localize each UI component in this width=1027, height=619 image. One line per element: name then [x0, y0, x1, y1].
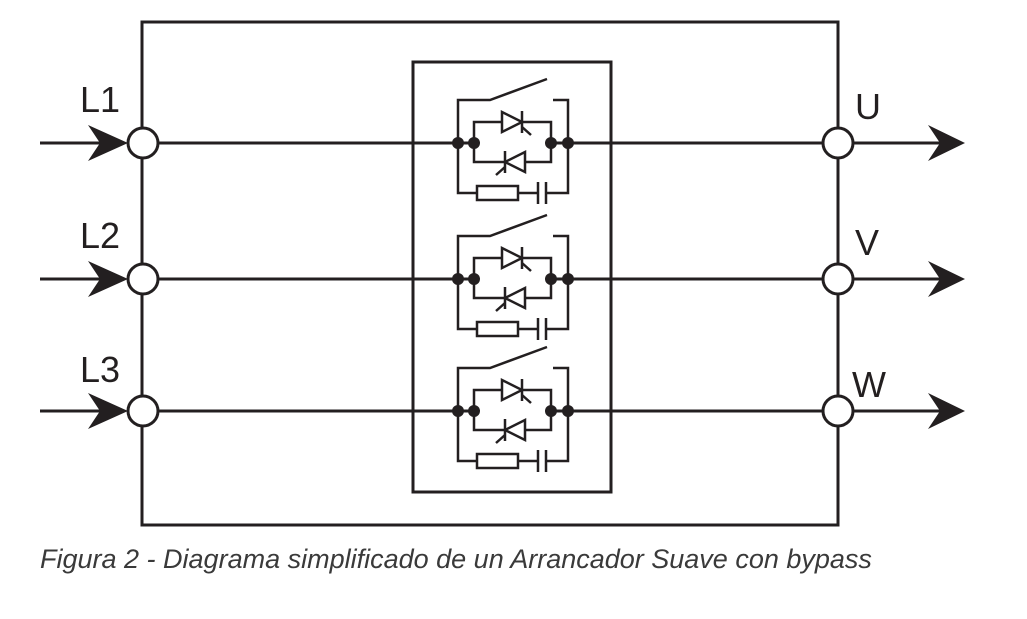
scr-reverse-gate — [495, 434, 506, 444]
output-arrow — [928, 393, 965, 429]
phase-3 — [40, 345, 965, 472]
input-terminal — [126, 126, 160, 160]
output-label-w: W — [852, 364, 886, 405]
output-terminal — [821, 394, 855, 428]
snubber-wire-right — [546, 411, 570, 463]
snubber-wire-right — [546, 279, 570, 331]
bypass-switch-contact — [456, 345, 548, 411]
bypass-switch-contact — [456, 77, 548, 143]
output-arrow — [928, 125, 965, 161]
junction-dot — [468, 405, 480, 417]
phase-1 — [40, 77, 965, 204]
scr-forward-triangle — [500, 245, 525, 271]
thyristor-pair-2 — [452, 213, 574, 340]
snubber-wire-left — [456, 279, 477, 331]
output-label-u: U — [855, 86, 881, 127]
scr-reverse-triangle — [502, 149, 527, 175]
junction-dot — [545, 137, 557, 149]
thyristor-module-enclosure — [411, 60, 613, 494]
bypass-switch-contact — [456, 213, 548, 279]
figure-caption: Figura 2 - Diagrama simplificado de un A… — [40, 544, 872, 574]
output-label-v: V — [855, 222, 879, 263]
scr-forward-triangle — [500, 109, 525, 135]
scr-reverse-triangle — [502, 285, 527, 311]
output-terminal — [821, 262, 855, 296]
snubber-wire-right — [546, 143, 570, 195]
scr-forward-gate — [521, 262, 532, 272]
phase-2 — [40, 213, 965, 340]
snubber-resistor — [475, 184, 520, 202]
snubber-resistor — [475, 452, 520, 470]
bypass-fixed-contact — [553, 98, 570, 143]
scr-forward-triangle — [500, 377, 525, 403]
scr-forward-gate — [521, 126, 532, 136]
junction-dot — [468, 137, 480, 149]
snubber-wire-left — [456, 411, 477, 463]
input-arrow — [88, 125, 128, 161]
output-arrow — [928, 261, 965, 297]
starter-enclosure — [140, 20, 840, 527]
scr-reverse-triangle — [502, 417, 527, 443]
thyristor-pair-1 — [452, 77, 574, 204]
junction-dot — [452, 137, 464, 149]
scr-reverse-gate — [495, 166, 506, 176]
input-label-l1: L1 — [80, 79, 120, 120]
input-arrow — [88, 261, 128, 297]
output-terminal — [821, 126, 855, 160]
junction-dot — [545, 405, 557, 417]
junction-dot — [452, 273, 464, 285]
input-terminal — [126, 262, 160, 296]
phase-circuits — [40, 77, 965, 472]
scr-reverse-gate — [495, 302, 506, 312]
input-terminal — [126, 394, 160, 428]
junction-dot — [468, 273, 480, 285]
scr-forward-gate — [521, 394, 532, 404]
junction-dot — [452, 405, 464, 417]
snubber-resistor — [475, 320, 520, 338]
snubber-wire-left — [456, 143, 477, 195]
thyristor-pair-3 — [452, 345, 574, 472]
junction-dot — [545, 273, 557, 285]
bypass-fixed-contact — [553, 234, 570, 279]
input-label-l2: L2 — [80, 215, 120, 256]
input-arrow — [88, 393, 128, 429]
input-label-l3: L3 — [80, 349, 120, 390]
bypass-fixed-contact — [553, 366, 570, 411]
